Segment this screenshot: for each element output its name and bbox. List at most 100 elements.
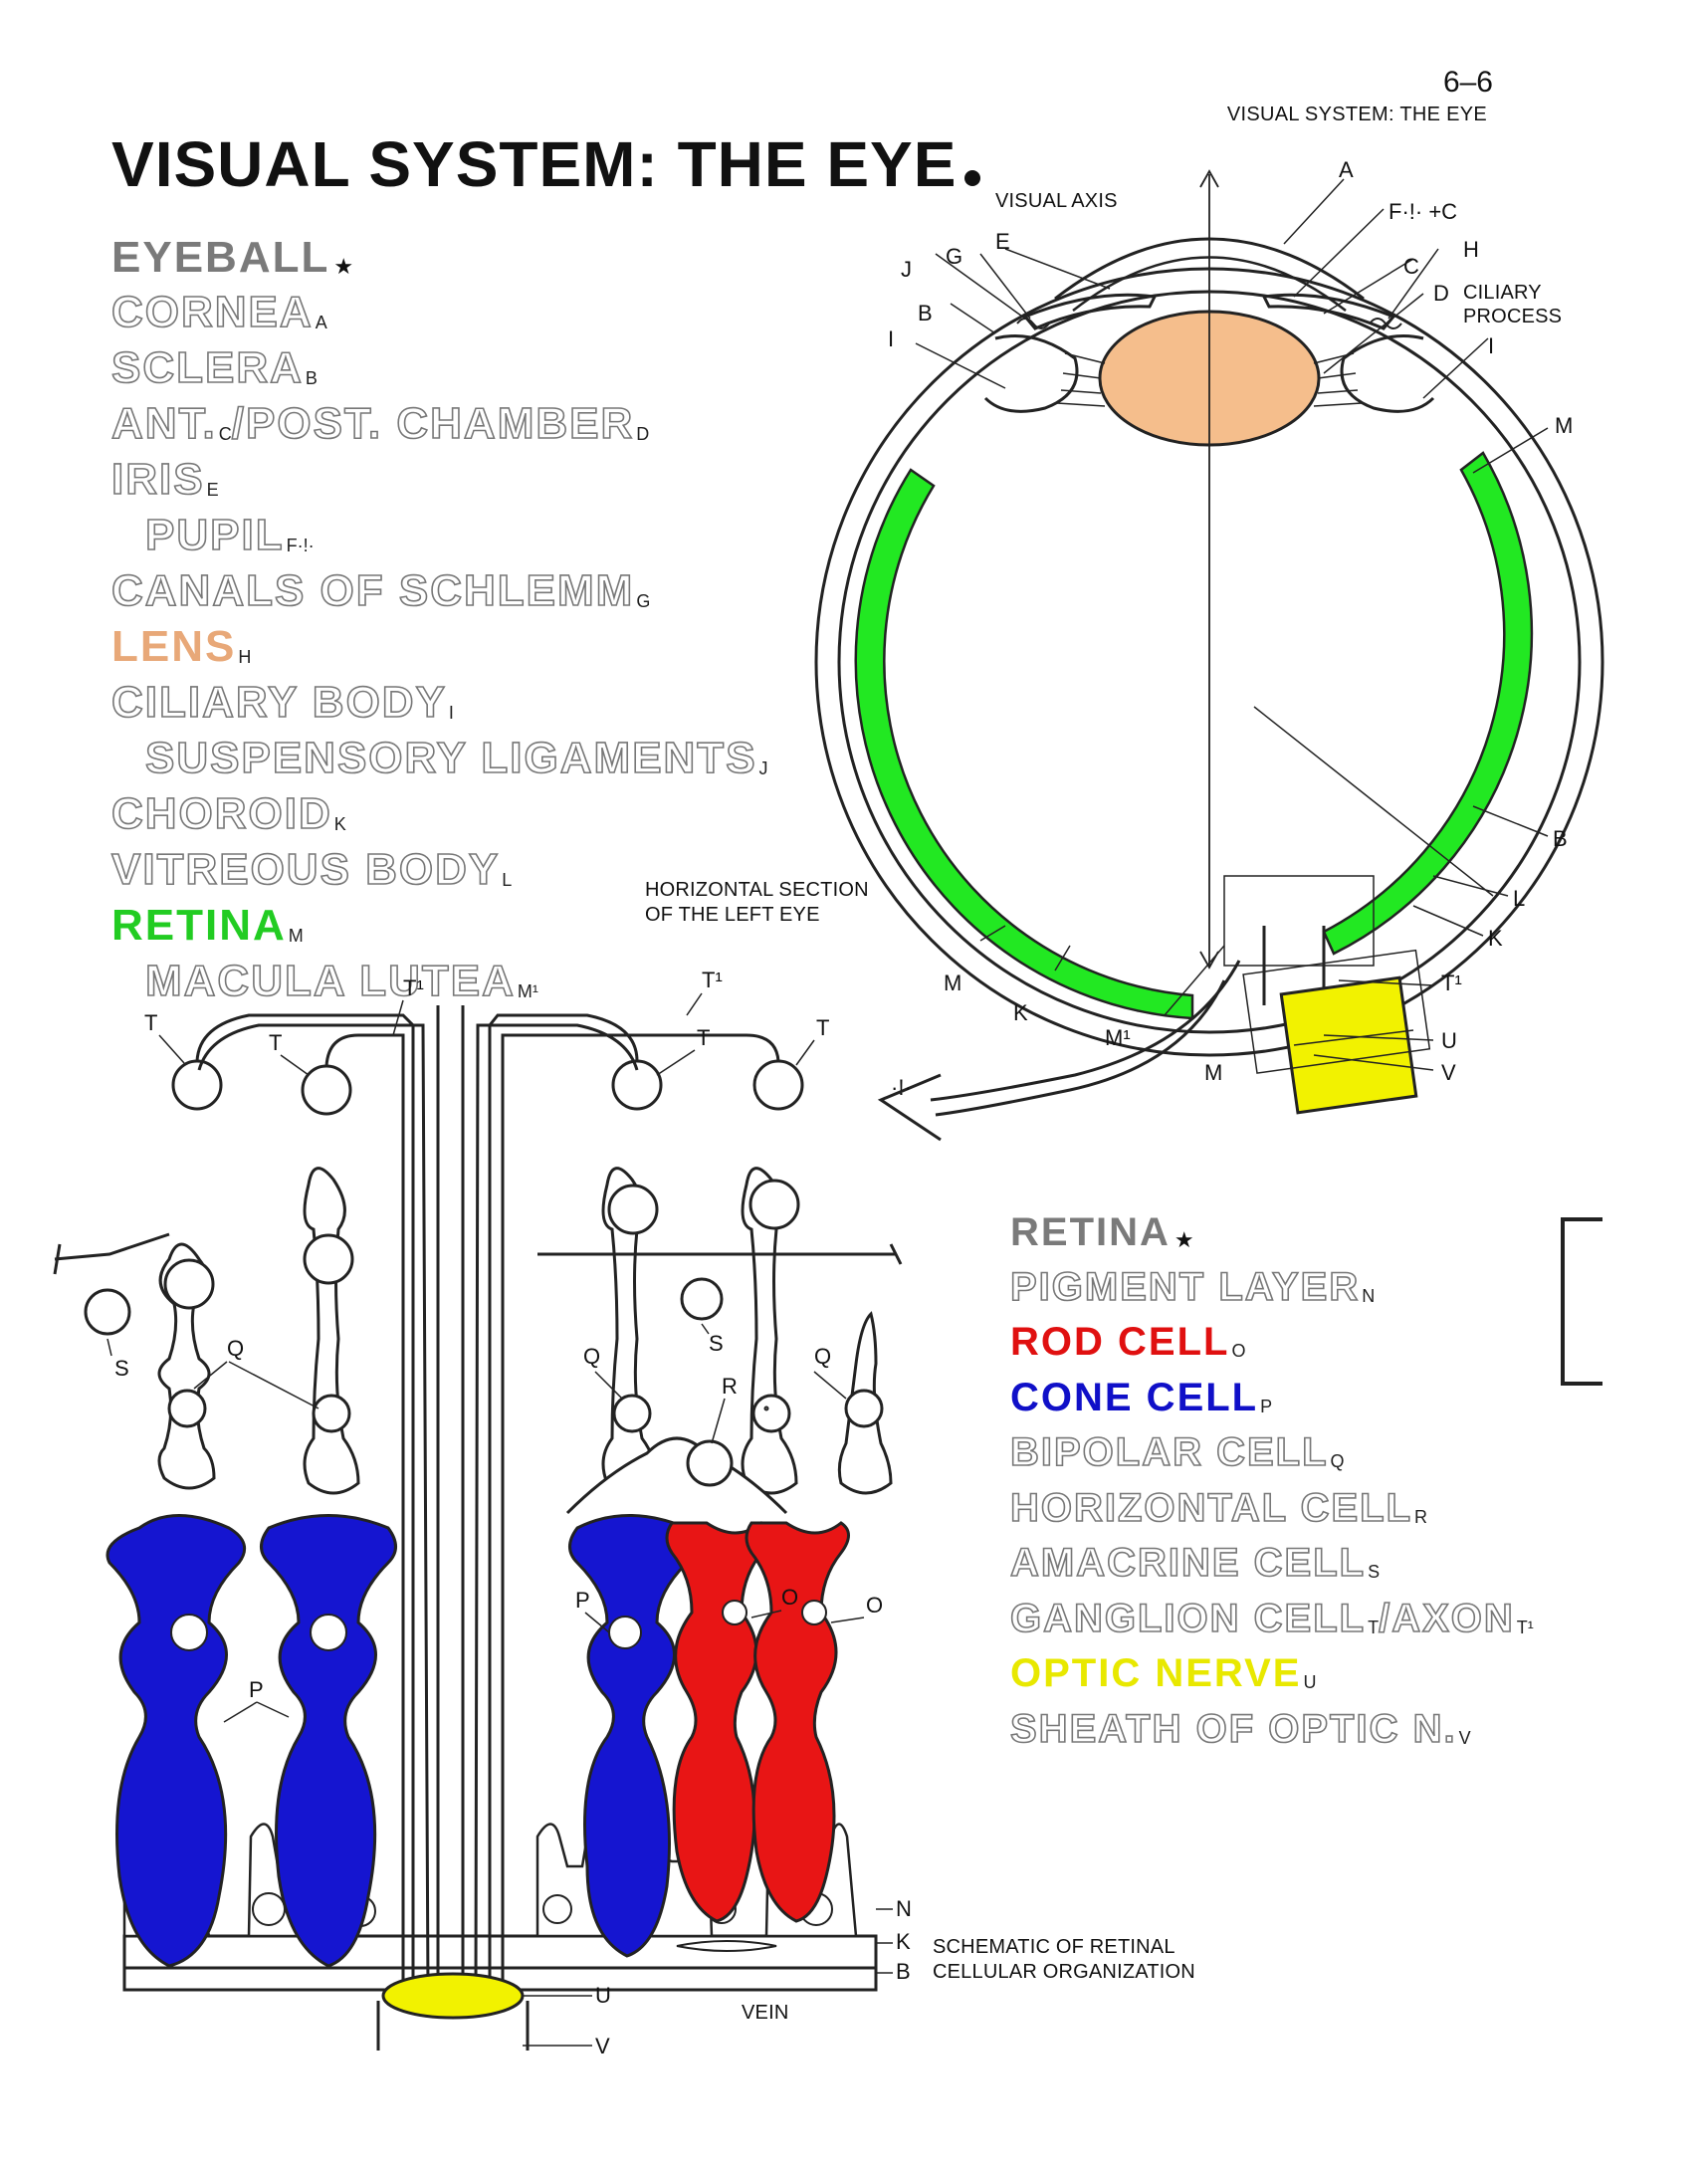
eye-letter-M-low: M <box>944 971 961 995</box>
eye-letter-J: J <box>901 257 912 282</box>
retina-legend-label: RETINA <box>1010 1210 1171 1254</box>
eye-legend-label: CHOROID <box>110 789 332 838</box>
ret-letter-K: K <box>896 1929 911 1954</box>
eye-letter-G: G <box>946 244 962 269</box>
eye-legend-label: SCLERA <box>110 343 304 392</box>
optic-nerve-ring <box>381 1972 525 2020</box>
eye-legend-label: CILIARY BODY <box>110 678 447 727</box>
ret-letter-U: U <box>595 1983 611 2008</box>
iris-right <box>1261 293 1396 330</box>
eye-letter-E: E <box>995 229 1010 254</box>
horizontal-cell-body <box>686 1439 734 1487</box>
visual-axis-arrow-top <box>1199 169 1219 188</box>
title-dot <box>964 170 981 186</box>
ganglion-axons <box>195 1005 780 1992</box>
suspensory-ligaments-left <box>1056 352 1106 407</box>
retina-legend-label: GANGLION CELL <box>1009 1596 1367 1641</box>
ciliary-process-label-2: PROCESS <box>1463 306 1562 327</box>
schematic-caption-1: SCHEMATIC OF RETINAL <box>933 1936 1175 1958</box>
eye-letter-A: A <box>1339 157 1354 182</box>
eye-legend-item: EYEBALL★ <box>111 235 768 290</box>
cone-cell-1 <box>106 1514 247 1968</box>
retina-legend-label: AMACRINE CELL <box>1009 1540 1367 1586</box>
ret-letter-Qb: Q <box>583 1344 600 1369</box>
eye-legend-subscript-2: D <box>636 424 650 444</box>
optic-disc-box <box>1223 875 1375 967</box>
eye-legend-subscript: I <box>448 703 454 723</box>
running-head: VISUAL SYSTEM: THE EYE <box>1226 104 1487 125</box>
retina-legend-label: ROD CELL <box>1010 1320 1230 1364</box>
retina-legend-subscript-2: T¹ <box>1516 1617 1534 1637</box>
retina-legend-subscript: S <box>1368 1562 1381 1582</box>
eye-letter-B2: B <box>1553 826 1568 851</box>
horizontal-cell-arms <box>565 1436 788 1515</box>
ciliary-body-left <box>983 334 1079 413</box>
retina-legend-label: HORIZONTAL CELL <box>1009 1485 1413 1531</box>
eye-letter-U: U <box>1441 1028 1457 1053</box>
eye-legend-subscript: J <box>758 758 768 778</box>
amacrine-cell-1 <box>84 1288 131 1336</box>
vein <box>676 1940 777 1952</box>
eye-letter-M: M <box>1555 413 1573 438</box>
arrow-shaft-2 <box>935 979 1226 1117</box>
ganglion-cells <box>171 1059 804 1116</box>
section-caption-2: OF THE LEFT EYE <box>645 904 820 926</box>
eye-letter-M2: M <box>1204 1060 1222 1085</box>
eye-legend-label: IRIS <box>110 455 205 504</box>
ret-letter-T1b: T¹ <box>702 968 723 992</box>
optic-nerve <box>1279 975 1418 1115</box>
eye-letter-T1: T¹ <box>1441 971 1462 995</box>
margin-bracket <box>1561 1217 1602 1386</box>
nerve-divider <box>1293 1029 1414 1046</box>
eye-letter-H: H <box>1463 237 1479 262</box>
eye-legend-subscript: H <box>238 647 252 667</box>
ret-letter-Pa: P <box>249 1677 264 1702</box>
eye-letter-B: B <box>918 301 933 325</box>
eye-legend-label: CORNEA <box>110 288 314 336</box>
rod-cell-1 <box>665 1521 770 1923</box>
visual-axis-label: VISUAL AXIS <box>995 190 1118 212</box>
eye-legend-subscript: A <box>315 313 327 332</box>
cone-cell-2 <box>260 1514 397 1968</box>
ret-letter-Sa: S <box>114 1356 129 1381</box>
optic-sheath-walls <box>376 2001 530 2051</box>
retina-leader-lines <box>107 992 893 2047</box>
amacrine-processes <box>53 1232 903 1275</box>
eye-legend-label: VITREOUS BODY <box>110 845 501 894</box>
amacrine-cell-2 <box>680 1277 724 1321</box>
retina-legend-label: CONE CELL <box>1010 1375 1259 1419</box>
retina-legend-label: SHEATH OF OPTIC N. <box>1009 1706 1457 1752</box>
schematic-caption-2: CELLULAR ORGANIZATION <box>933 1961 1195 1983</box>
page-title: VISUAL SYSTEM: THE EYE <box>111 127 981 201</box>
vein-label: VEIN <box>742 2002 788 2024</box>
retina-legend-subscript: Q <box>1330 1451 1345 1471</box>
photoreceptor-nuclei <box>170 1600 827 1651</box>
ret-letter-Tc: T <box>697 1025 710 1050</box>
star-icon: ★ <box>1174 1227 1196 1252</box>
retina-band-right <box>1322 451 1534 956</box>
ret-letter-Pb: P <box>575 1588 590 1613</box>
eye-legend-label: LENS <box>111 622 237 671</box>
ret-letter-Sb: S <box>709 1331 724 1356</box>
arrow-head <box>877 1073 942 1142</box>
choroid-layer <box>122 1934 878 1970</box>
eye-legend-label: CANALS OF SCHLEMM <box>110 566 635 615</box>
page-number: 6–6 <box>1442 66 1493 99</box>
retina-legend-subscript: T <box>1368 1617 1380 1637</box>
